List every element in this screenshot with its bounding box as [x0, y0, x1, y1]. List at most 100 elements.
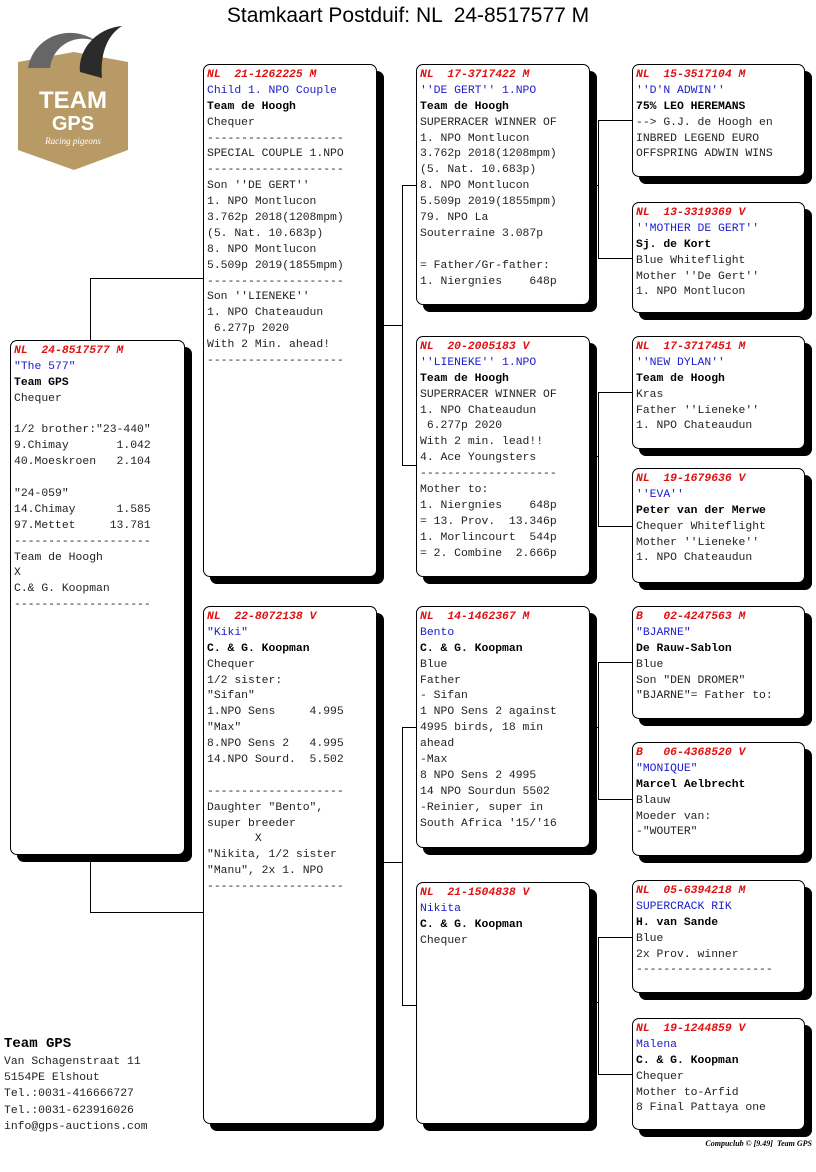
owner-city: 5154PE Elshout: [4, 1072, 100, 1085]
info-line: 1. Niergnies 648p: [420, 499, 557, 512]
info-line: 8 NPO Sens 2 4995: [420, 769, 537, 782]
info-line: 1 NPO Sens 2 against: [420, 706, 557, 719]
breeder: Team de Hoogh: [636, 372, 725, 385]
pigeon-name: ''NEW DYLAN'': [636, 356, 725, 369]
info-line: 3.762p 2018(1208mpm): [420, 148, 557, 161]
connector: [598, 526, 632, 527]
info-line: --------------------: [420, 468, 557, 481]
info-line: --------------------: [207, 164, 344, 177]
info-line: Blue: [636, 932, 664, 945]
info-line: 1. Morlincourt 544p: [420, 531, 557, 544]
info-line: SPECIAL COUPLE 1.NPO: [207, 148, 344, 161]
connector: [598, 1074, 632, 1075]
info-line: Chequer: [207, 116, 255, 129]
ring-number: NL 05-6394218 M: [636, 885, 746, 897]
info-line: Blue: [420, 658, 448, 671]
info-line: Mother to:: [420, 484, 489, 497]
info-line: "Manu", 2x 1. NPO: [207, 865, 324, 878]
info-line: (5. Nat. 10.683p): [420, 164, 537, 177]
info-line: "BJARNE"= Father to:: [636, 690, 773, 703]
info-line: INBRED LEGEND EURO: [636, 132, 760, 145]
info-line: --------------------: [207, 881, 344, 894]
connector: [402, 185, 416, 186]
ring-number: NL 14-1462367 M: [420, 611, 530, 623]
info-line: 14.Chimay 1.585: [14, 503, 151, 516]
connector: [590, 1002, 598, 1003]
connector: [598, 662, 599, 799]
info-line: 1.NPO Sens 4.995: [207, 706, 344, 719]
pigeon-card-sire-dam-sire[interactable]: NL 17-3717451 M''NEW DYLAN''Team de Hoog…: [632, 336, 805, 449]
ring-number: NL 24-8517577 M: [14, 345, 124, 357]
pigeon-card-sire-sire-sire[interactable]: NL 15-3517104 M''D'N ADWIN''75% LEO HERE…: [632, 64, 805, 177]
connector: [402, 1005, 416, 1006]
info-line: 2x Prov. winner: [636, 948, 739, 961]
pigeon-name: "MONIQUE": [636, 762, 698, 775]
pigeon-name: "BJARNE": [636, 626, 691, 639]
info-line: "24-059": [14, 488, 69, 501]
owner-contact: Team GPS Van Schagenstraat 11 5154PE Els…: [4, 1034, 148, 1135]
breeder: 75% LEO HEREMANS: [636, 100, 746, 113]
info-line: Chequer Whiteflight: [636, 520, 766, 533]
info-line: Blauw: [636, 794, 671, 807]
pigeon-name: ''DE GERT'' 1.NPO: [420, 84, 537, 97]
connector: [598, 937, 599, 1074]
info-line: --------------------: [207, 275, 344, 288]
pigeon-name: "Kiki": [207, 626, 249, 639]
svg-text:GPS: GPS: [52, 113, 94, 135]
ring-number: NL 20-2005183 V: [420, 341, 530, 353]
page-title: Stamkaart Postduif: NL 24-8517577 M: [226, 4, 590, 27]
info-line: Chequer: [636, 1070, 684, 1083]
info-line: 6.277p 2020: [420, 420, 503, 433]
ring-number: NL 21-1504838 V: [420, 887, 530, 899]
info-line: 8. NPO Montlucon: [420, 180, 530, 193]
pigeon-card-sire-dam-dam[interactable]: NL 19-1679636 V''EVA''Peter van der Merw…: [632, 468, 805, 583]
connector: [377, 325, 402, 326]
ring-number: NL 17-3717422 M: [420, 69, 530, 81]
pigeon-name: ''EVA'': [636, 488, 684, 501]
info-line: Son "DEN DROMER": [636, 674, 746, 687]
connector: [598, 799, 632, 800]
breeder: Team GPS: [14, 376, 69, 389]
info-line: --------------------: [14, 599, 151, 612]
owner-name: Team GPS: [4, 1036, 72, 1052]
pigeon-card-sire-sire-dam[interactable]: NL 13-3319369 V''MOTHER DE GERT''Sj. de …: [632, 202, 805, 313]
owner-email[interactable]: info@gps-auctions.com: [4, 1120, 148, 1133]
pigeon-name: SUPERCRACK RIK: [636, 900, 732, 913]
info-line: 14.NPO Sourd. 5.502: [207, 754, 344, 767]
connector: [90, 912, 203, 913]
info-line: 4. Ace Youngsters: [420, 452, 537, 465]
info-line: 1. NPO Chateaudun: [636, 420, 753, 433]
info-line: Son ''DE GERT'': [207, 180, 310, 193]
connector: [598, 392, 632, 393]
info-line: 1. NPO Chateaudun: [420, 404, 537, 417]
pigeon-name: ''MOTHER DE GERT'': [636, 222, 760, 235]
info-line: 1. NPO Montlucon: [207, 196, 317, 209]
info-line: 8. NPO Montlucon: [207, 243, 317, 256]
info-line: [207, 769, 373, 785]
breeder: C. & G. Koopman: [420, 642, 523, 655]
info-line: Blue Whiteflight: [636, 254, 746, 267]
info-line: = Father/Gr-father:: [420, 259, 550, 272]
info-line: --> G.J. de Hoogh en: [636, 116, 773, 129]
pigeon-name: Malena: [636, 1038, 678, 1051]
breeder: Team de Hoogh: [420, 372, 509, 385]
info-line: 4995 birds, 18 min: [420, 722, 544, 735]
info-line: 40.Moeskroen 2.104: [14, 456, 151, 469]
info-line: "Sifan": [207, 690, 255, 703]
breeder: Team de Hoogh: [207, 100, 296, 113]
info-line: OFFSPRING ADWIN WINS: [636, 148, 773, 161]
breeder: De Rauw-Sablon: [636, 642, 732, 655]
software-credit: Compuclub © [9.49] Team GPS: [705, 1139, 812, 1148]
